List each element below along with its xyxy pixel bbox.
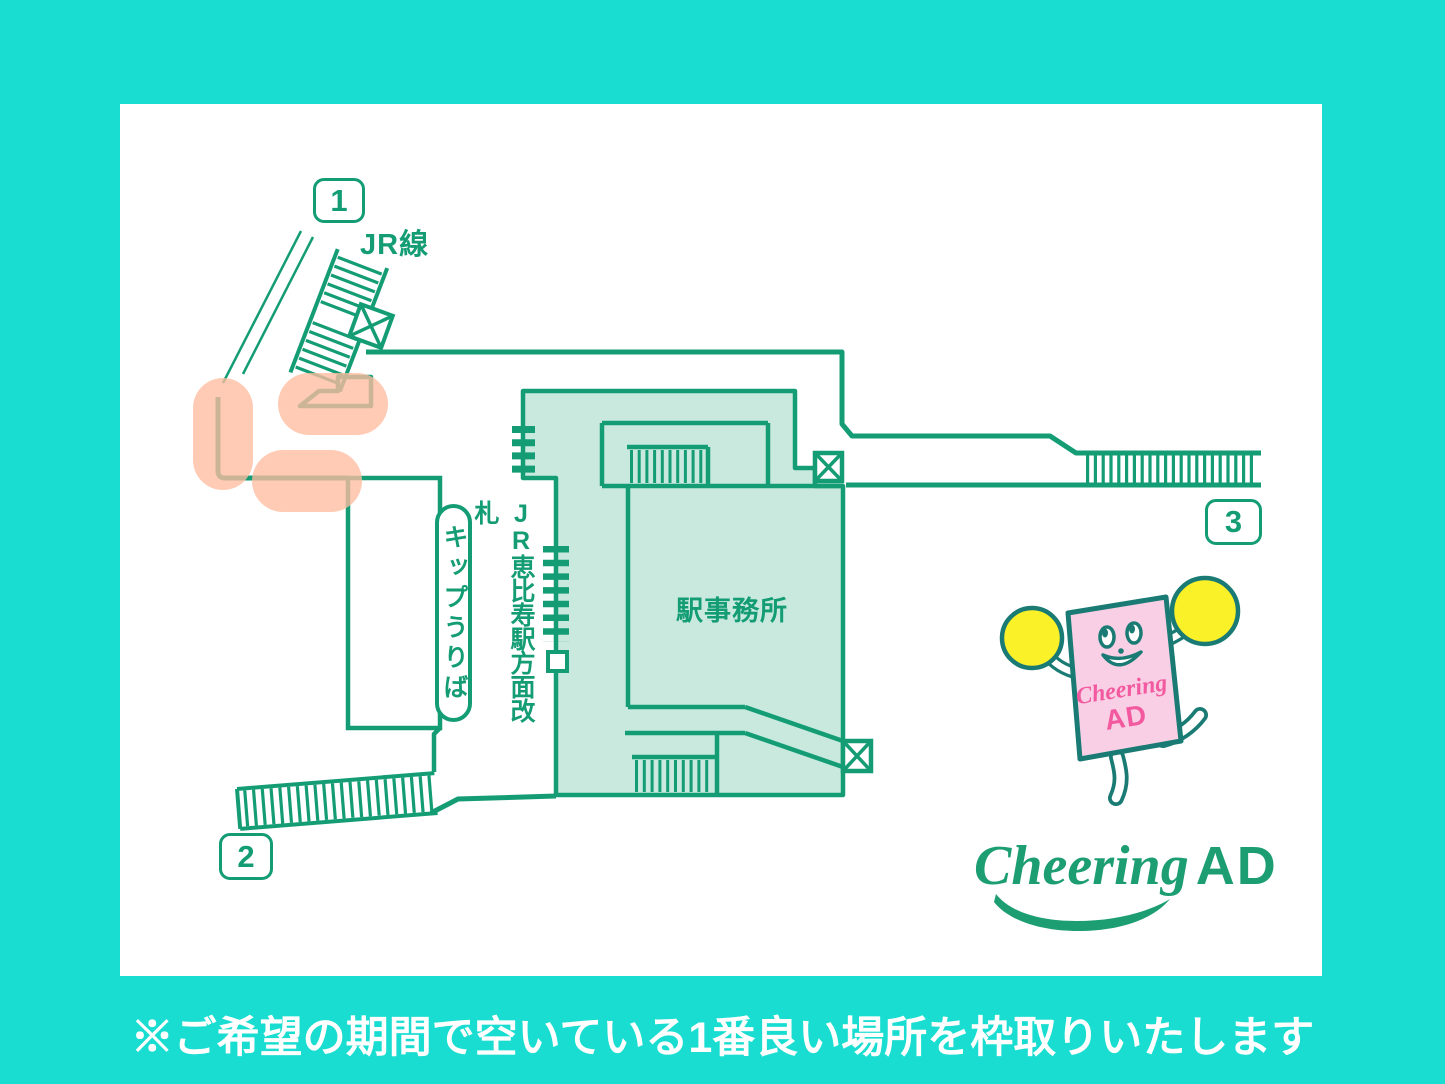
exit-marker-2-label: 2 (237, 838, 255, 874)
corridor-exit-3 (366, 349, 1261, 488)
logo-swoosh (994, 894, 1170, 931)
elevator-icon (812, 450, 845, 484)
pompom-icon (999, 605, 1065, 671)
cheering-ad-mascot (999, 575, 1241, 806)
gate-label: JR恵比寿駅方面改札 (471, 500, 535, 745)
pompom-icon (1169, 575, 1241, 647)
ticket-counter-label: キップうりば (440, 524, 468, 704)
elevator-icon (840, 738, 874, 774)
platform-edge-line (221, 230, 303, 384)
exit-marker-2: 2 (219, 833, 273, 880)
stairs-icon (235, 771, 438, 831)
stairs-icon (627, 444, 711, 486)
stairs-icon (632, 754, 715, 792)
ad-location-highlight (193, 373, 388, 512)
concourse-area (512, 388, 874, 798)
footer-note: ※ご希望の期間で空いている1番良い場所を枠取りいたします (130, 1014, 1315, 1062)
exit-marker-1: 1 (313, 178, 365, 223)
jr-line-label: JR線 (360, 229, 430, 261)
station-office-label: 駅事務所 (676, 596, 788, 626)
logo-script-text: Cheering (974, 835, 1189, 897)
exit-marker-3: 3 (1205, 499, 1262, 545)
elevator-icon (346, 301, 396, 351)
ticket-gate-icon (512, 426, 569, 673)
corridor-exit-2 (235, 771, 557, 831)
mascot-face (1098, 621, 1143, 667)
mascot-card (1065, 594, 1184, 762)
exit-marker-3-label: 3 (1224, 504, 1243, 539)
logo-suffix-text: AD (1195, 836, 1278, 896)
exit-marker-1-label: 1 (330, 182, 348, 218)
platform-edge-line (241, 236, 315, 375)
cheering-ad-logo: Cheering AD (974, 834, 1276, 898)
station-office-walls (599, 420, 844, 795)
ticket-counter-block (345, 475, 472, 772)
